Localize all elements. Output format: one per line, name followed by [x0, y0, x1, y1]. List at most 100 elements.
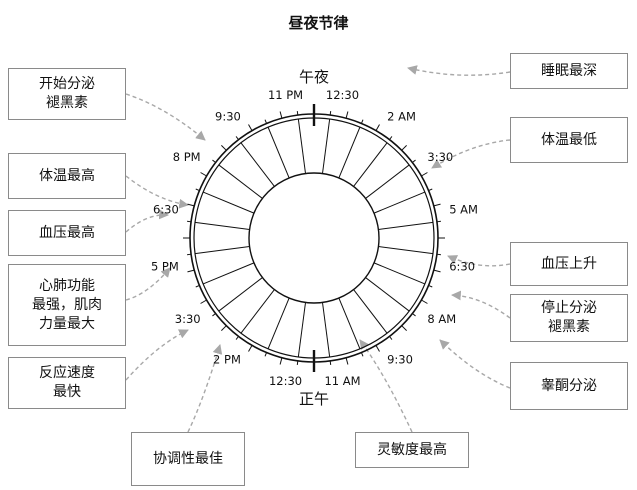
connector-cardio — [125, 267, 171, 301]
tick-mark — [187, 220, 192, 223]
segment-divider — [218, 164, 263, 199]
clock-label-0330: 3:30 — [427, 150, 453, 164]
tick-mark — [436, 253, 441, 256]
connector-body-temp-high — [125, 175, 189, 209]
connector-coordination — [187, 344, 223, 433]
clock-label-2130: 9:30 — [215, 110, 241, 124]
connector-arrows — [125, 65, 511, 433]
segment-divider — [297, 302, 307, 358]
tick-mark — [436, 220, 441, 223]
segment-divider — [373, 191, 426, 214]
segment-divider — [240, 289, 275, 334]
tick-mark — [195, 188, 200, 192]
segment-divider — [267, 297, 290, 350]
connector-bp-high — [125, 209, 169, 233]
connector-alertness — [359, 339, 413, 433]
inner-ring — [248, 172, 380, 304]
clock-label-0630: 6:30 — [449, 259, 475, 273]
note-fastest-reaction: 反应速度 最快 — [8, 357, 126, 409]
note-blood-pressure-rise: 血压上升 — [510, 242, 628, 286]
tick-mark — [329, 111, 332, 116]
connector-testosterone — [439, 339, 511, 389]
segment-divider — [321, 118, 331, 174]
segment-divider — [297, 118, 307, 174]
tick-mark — [248, 124, 253, 131]
clock-label-1400: 2 PM — [213, 352, 241, 366]
tick-mark — [360, 119, 364, 124]
tick-mark — [375, 345, 380, 352]
note-best-coordination: 协调性最佳 — [131, 432, 245, 486]
segment-divider — [378, 245, 434, 255]
segment-divider — [338, 297, 361, 350]
tick-mark — [389, 336, 393, 340]
clock-label-2300: 11 PM — [268, 88, 303, 102]
tick-mark — [296, 360, 299, 365]
connector-melatonin-stop — [451, 290, 511, 319]
note-peak-cardio-muscle: 心肺功能 最强，肌肉 力量最大 — [8, 264, 126, 346]
clock-label-0930: 9:30 — [387, 352, 413, 366]
note-testosterone: 睾酮分泌 — [510, 362, 628, 410]
tick-mark — [360, 352, 364, 357]
tick-mark — [264, 119, 268, 124]
clock-label-1830: 6:30 — [153, 203, 179, 217]
clock-label-1230: 12:30 — [269, 374, 302, 388]
tick-mark — [248, 345, 253, 352]
tick-mark — [412, 313, 416, 317]
clock-label-0800: 8 AM — [427, 312, 456, 326]
tick-mark — [221, 325, 227, 331]
tick-mark — [279, 357, 283, 365]
connector-deep-sleep — [407, 65, 511, 76]
tick-mark — [375, 124, 380, 131]
tick-mark — [433, 203, 441, 207]
tick-mark — [200, 299, 207, 304]
tick-mark — [428, 284, 433, 288]
tick-mark — [187, 203, 195, 207]
clock-label-0030: 12:30 — [326, 88, 359, 102]
segment-divider — [378, 221, 434, 231]
dial-rings — [183, 104, 445, 372]
segment-divider — [194, 221, 250, 231]
clock-label-0200: 2 AM — [387, 110, 416, 124]
segment-divider — [267, 126, 290, 179]
connector-reaction — [125, 329, 189, 381]
connector-melatonin-start — [125, 93, 206, 141]
tick-mark — [401, 325, 407, 331]
diagram-title: 昼夜节律 — [288, 14, 349, 32]
tick-mark — [187, 269, 195, 273]
clock-label-1100: 11 AM — [324, 374, 360, 388]
note-highest-alertness: 灵敏度最高 — [355, 432, 469, 468]
note-melatonin-start: 开始分泌 褪黑素 — [8, 68, 126, 120]
tick-mark — [235, 136, 239, 140]
segment-divider — [240, 142, 275, 187]
tick-mark — [345, 111, 349, 119]
midnight-label: 午夜 — [299, 68, 329, 86]
segment-divider — [365, 164, 410, 199]
note-melatonin-stop: 停止分泌 褪黑素 — [510, 294, 628, 342]
tick-mark — [421, 172, 428, 177]
clock-label-1700: 5 PM — [151, 259, 179, 273]
connector-bp-rise — [447, 255, 511, 267]
tick-mark — [389, 136, 393, 140]
clock-label-1530: 3:30 — [175, 312, 201, 326]
tick-mark — [401, 145, 407, 151]
tick-mark — [212, 159, 216, 163]
tick-mark — [421, 299, 428, 304]
tick-mark — [221, 145, 227, 151]
segment-divider — [373, 262, 426, 285]
tick-mark — [428, 188, 433, 192]
segment-divider — [202, 262, 255, 285]
segment-divider — [194, 245, 250, 255]
tick-mark — [296, 111, 299, 116]
segment-divider — [365, 277, 410, 312]
connector-body-temp-low — [431, 139, 511, 169]
segment-divider — [353, 142, 388, 187]
tick-mark — [279, 111, 283, 119]
tick-mark — [329, 360, 332, 365]
note-highest-body-temp: 体温最高 — [8, 153, 126, 199]
tick-mark — [195, 284, 200, 288]
segment-divider — [218, 277, 263, 312]
segment-divider — [202, 191, 255, 214]
